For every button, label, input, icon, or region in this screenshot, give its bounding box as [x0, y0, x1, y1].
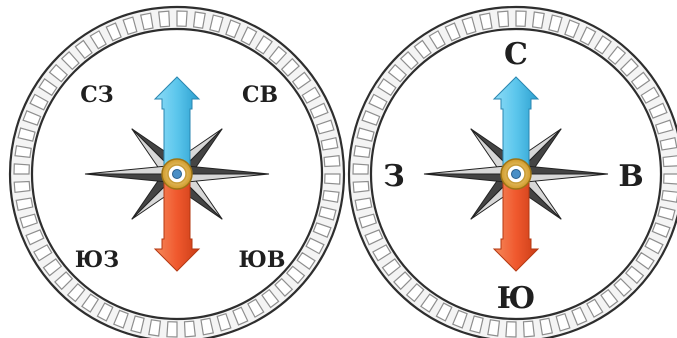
- ring-tick: [14, 164, 29, 174]
- ring-tick: [498, 11, 509, 27]
- ring-tick: [524, 321, 535, 337]
- ring-tick: [353, 182, 369, 193]
- ring-tick: [167, 322, 177, 337]
- label-north: С: [504, 37, 528, 72]
- ring-tick: [506, 322, 516, 337]
- ring-tick: [488, 320, 500, 336]
- ring-tick: [194, 12, 206, 28]
- ring-tick: [185, 321, 196, 337]
- label-northwest: СЗ: [80, 82, 113, 108]
- label-southwest: ЮЗ: [75, 247, 119, 273]
- ring-tick: [14, 182, 30, 193]
- ring-tick: [159, 11, 170, 27]
- ring-tick: [323, 191, 339, 203]
- ring-tick: [664, 174, 677, 184]
- ring-tick: [15, 146, 31, 158]
- label-northeast: СВ: [242, 82, 278, 108]
- ring-tick: [149, 320, 161, 336]
- ring-tick: [353, 164, 368, 174]
- needle-pivot-center: [173, 170, 182, 179]
- ring-tick: [177, 11, 187, 26]
- label-southeast: ЮВ: [239, 247, 286, 273]
- compass-cardinal: С В Ю З: [349, 7, 677, 338]
- compass-needle: [494, 77, 538, 271]
- compass-needle: [155, 77, 199, 271]
- needle-pivot-center: [512, 170, 521, 179]
- ring-tick: [325, 174, 340, 184]
- ring-tick: [662, 191, 677, 203]
- ring-tick: [663, 156, 677, 167]
- label-west: З: [383, 159, 405, 194]
- ring-tick: [354, 146, 370, 158]
- ring-tick: [516, 11, 526, 26]
- ring-tick: [533, 12, 545, 28]
- ring-tick: [324, 156, 340, 167]
- label-east: В: [618, 159, 643, 194]
- compass-intercardinal: СЗ СВ ЮЗ ЮВ: [10, 7, 344, 338]
- label-south: Ю: [497, 281, 536, 316]
